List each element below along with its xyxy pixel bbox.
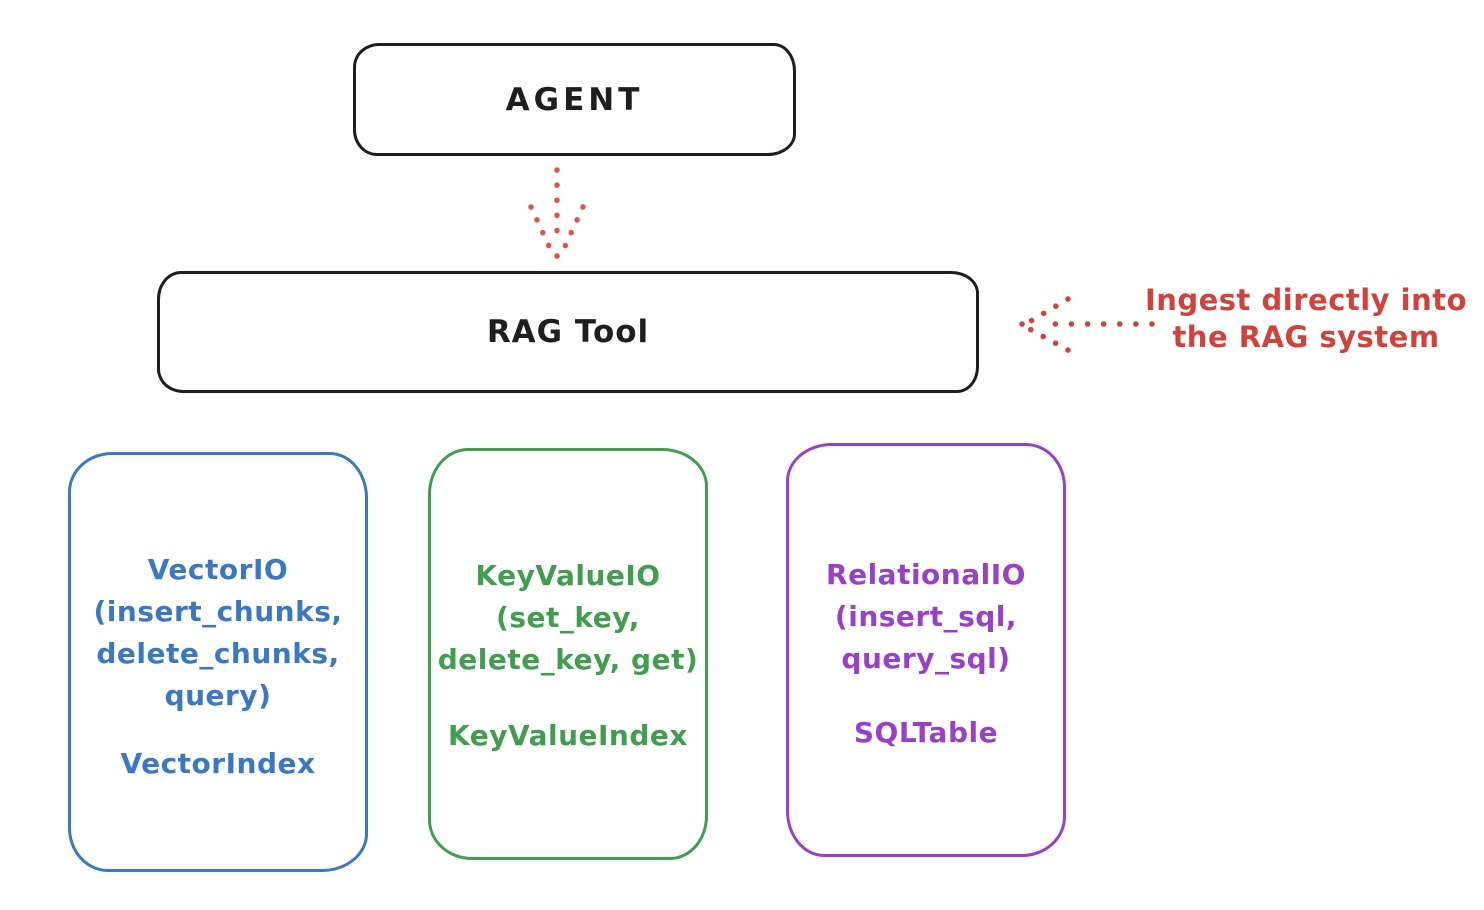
sql-table-label: SQLTable [853,716,999,749]
vector-io-line: query) [164,679,272,712]
keyvalue-io-line: (set_key, [496,601,640,634]
vector-io-line: delete_chunks, [96,637,340,670]
relational-io-line: query_sql) [841,642,1011,675]
relational-io-line: (insert_sql, [834,600,1018,633]
keyvalue-io-line: KeyValueIO [475,559,661,592]
vector-io-line: (insert_chunks, [93,595,343,628]
vector-io-box: VectorIO (insert_chunks, delete_chunks, … [68,452,368,872]
ingest-annotation-line2: the RAG system [1172,320,1440,354]
keyvalue-io-box: KeyValueIO (set_key, delete_key, get) Ke… [428,448,708,860]
ingest-annotation-line1: Ingest directly into [1144,283,1468,317]
vector-io-methods: VectorIO (insert_chunks, delete_chunks, … [94,549,343,717]
ingest-annotation: Ingest directly into the RAG system [1128,282,1484,356]
vector-io-line: VectorIO [147,553,289,586]
rag-tool-box: RAG Tool [157,271,979,393]
relational-io-line: RelationalIO [826,558,1026,591]
keyvalue-io-methods: KeyValueIO (set_key, delete_key, get) [438,555,699,681]
relational-io-methods: RelationalIO (insert_sql, query_sql) [826,554,1026,680]
agent-box-label: AGENT [505,81,644,118]
down-arrow-icon [528,167,586,263]
keyvalue-index-label: KeyValueIndex [448,719,688,752]
relational-io-box: RelationalIO (insert_sql, query_sql) SQL… [786,443,1066,857]
rag-tool-box-label: RAG Tool [486,314,650,350]
keyvalue-io-line: delete_key, get) [437,643,699,676]
agent-box: AGENT [353,43,796,156]
vector-index-label: VectorIndex [120,747,316,780]
